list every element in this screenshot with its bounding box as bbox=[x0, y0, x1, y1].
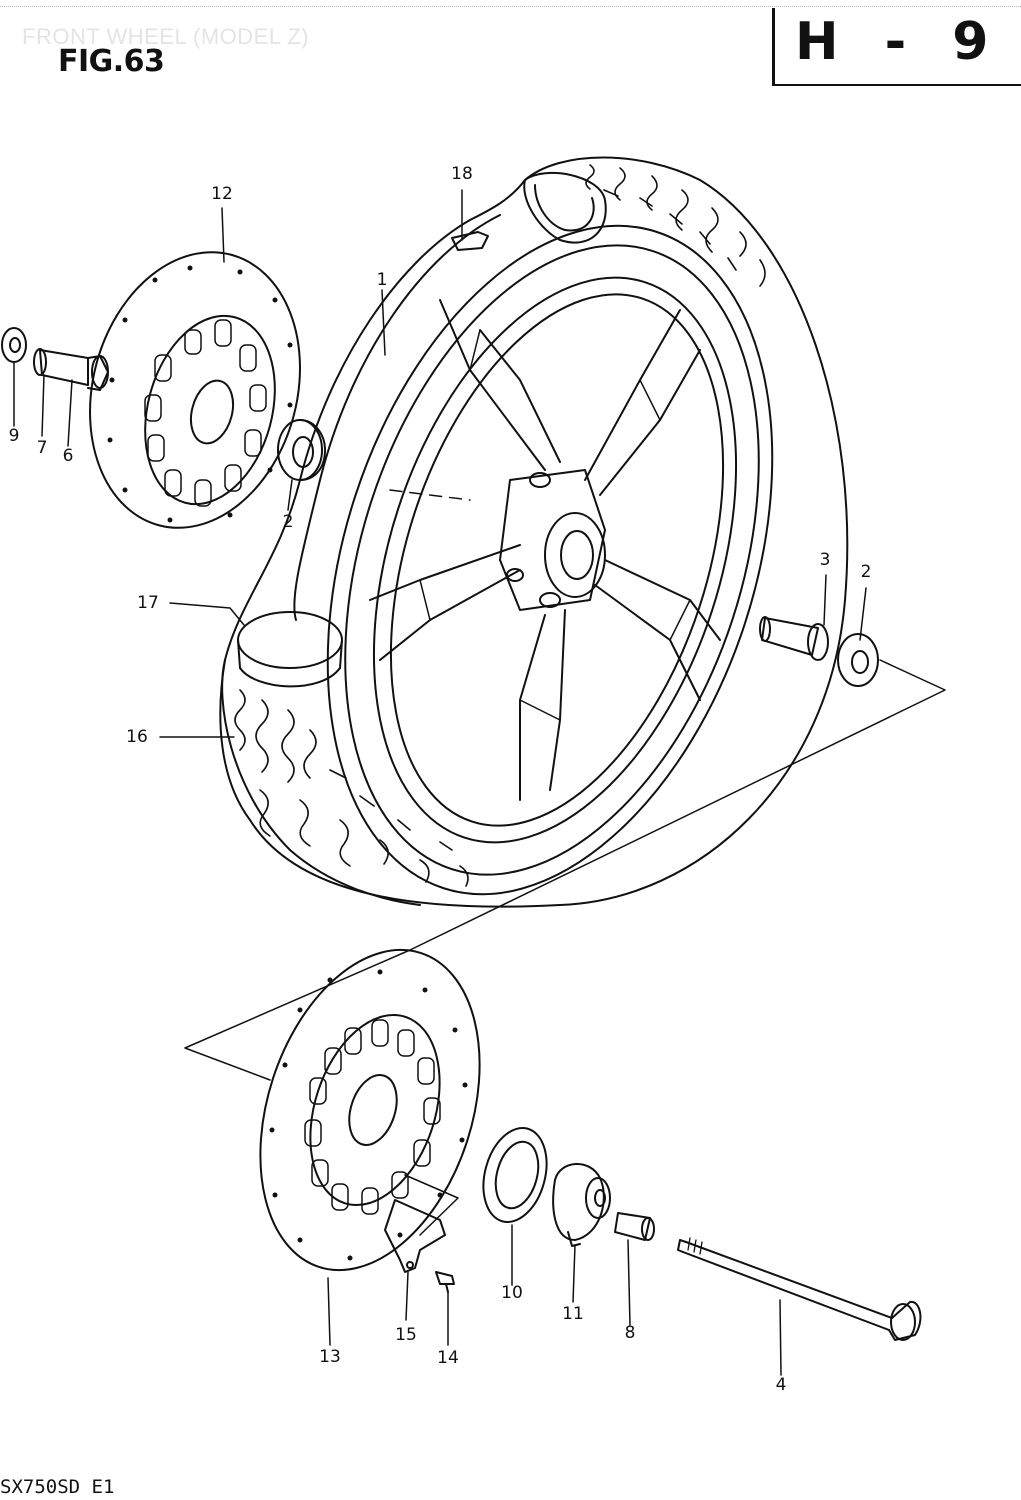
right-spacer bbox=[759, 616, 829, 661]
callout-14: 14 bbox=[437, 1348, 459, 1368]
leader-6 bbox=[67, 379, 73, 447]
callout-3: 3 bbox=[819, 550, 831, 570]
axle-collar-left bbox=[33, 348, 109, 391]
callout-12: 12 bbox=[211, 184, 233, 204]
callout-6: 6 bbox=[62, 446, 74, 466]
upper-brake-disc bbox=[89, 251, 301, 529]
valve-cap bbox=[451, 231, 489, 251]
callout-15: 15 bbox=[395, 1325, 417, 1345]
leader-17 bbox=[169, 602, 245, 626]
faint-title: FRONT WHEEL (MODEL Z) bbox=[22, 24, 310, 49]
callout-2-right: 2 bbox=[860, 562, 872, 582]
speedometer-gearbox bbox=[552, 1163, 611, 1247]
bearing-left bbox=[277, 419, 326, 481]
spokes bbox=[369, 299, 721, 801]
callout-16: 16 bbox=[126, 727, 148, 747]
callout-2-upper: 2 bbox=[282, 512, 294, 532]
tire bbox=[219, 156, 849, 908]
callout-1: 1 bbox=[376, 270, 388, 290]
gearbox-spacer bbox=[614, 1212, 655, 1241]
front-axle bbox=[677, 1237, 922, 1341]
leader-1 bbox=[381, 289, 386, 356]
callout-10: 10 bbox=[501, 1283, 523, 1303]
callout-8: 8 bbox=[624, 1323, 636, 1343]
dust-seal bbox=[482, 1126, 548, 1224]
wheel-hub bbox=[499, 469, 606, 611]
section-code: H - 9 bbox=[795, 12, 1003, 72]
axle-axis-line bbox=[389, 489, 471, 501]
top-scan-edge bbox=[0, 6, 1021, 7]
leader-7 bbox=[41, 374, 45, 437]
disc-bolt bbox=[435, 1271, 455, 1293]
leader-2b bbox=[859, 587, 867, 641]
leader-8 bbox=[627, 1239, 631, 1326]
model-code: SX750SD E1 bbox=[0, 1476, 115, 1498]
leader-3 bbox=[823, 574, 827, 626]
right-bearing bbox=[837, 633, 879, 687]
leader-4 bbox=[779, 1299, 782, 1376]
leader-lines bbox=[13, 189, 867, 1376]
figure-label: FIG.63 bbox=[58, 44, 165, 79]
callout-17: 17 bbox=[137, 593, 159, 613]
leader-13 bbox=[327, 1277, 331, 1346]
leader-2a bbox=[287, 479, 293, 511]
assembly-guide-lines bbox=[184, 659, 946, 1236]
disc-lock-washer bbox=[384, 1199, 446, 1273]
callout-4: 4 bbox=[775, 1375, 787, 1395]
callout-11: 11 bbox=[562, 1304, 584, 1324]
section-box: H - 9 bbox=[772, 8, 1021, 86]
front-wheel bbox=[219, 156, 849, 908]
tread-pattern bbox=[234, 164, 766, 887]
rim bbox=[326, 224, 774, 896]
nut-left bbox=[1, 327, 27, 363]
callout-13: 13 bbox=[319, 1347, 341, 1367]
leader-11 bbox=[572, 1244, 576, 1303]
callout-9: 9 bbox=[8, 426, 20, 446]
valve-stem bbox=[523, 172, 607, 244]
callout-18: 18 bbox=[451, 164, 473, 184]
leader-12 bbox=[221, 207, 225, 263]
callout-7: 7 bbox=[36, 438, 48, 458]
inner-tube bbox=[221, 611, 421, 906]
leader-15 bbox=[405, 1271, 409, 1321]
lower-brake-disc bbox=[259, 948, 481, 1272]
